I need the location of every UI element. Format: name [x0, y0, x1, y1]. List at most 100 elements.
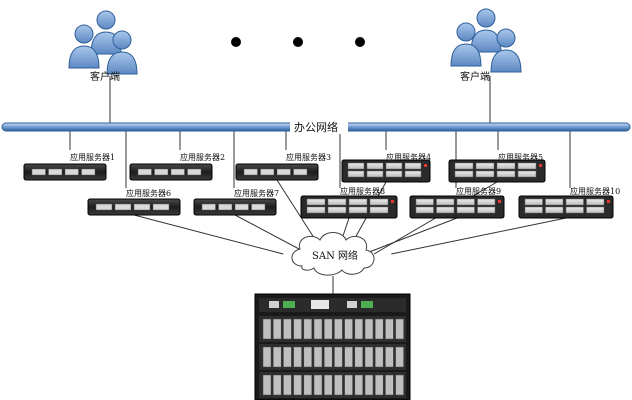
drive-bay: [234, 203, 249, 211]
drive-bay: [327, 198, 347, 206]
server-label: 应用服务器4: [386, 152, 431, 162]
drive-bay: [114, 203, 132, 211]
server-3: 应用服务器3: [235, 152, 331, 181]
drive-bay: [306, 198, 326, 206]
storage-disk: [323, 346, 333, 368]
drive-bay: [436, 206, 455, 214]
drive-bay: [404, 162, 422, 170]
storage-disk: [344, 346, 353, 368]
storage-disk: [313, 346, 323, 368]
storage-disk: [385, 374, 394, 396]
server-label: 应用服务器9: [456, 186, 501, 196]
server-to-san-link: [363, 217, 458, 255]
server-to-san-link: [234, 214, 309, 255]
storage-disk: [313, 374, 323, 396]
server-to-san-link: [276, 179, 319, 245]
drive-bay: [260, 168, 275, 176]
client-label-left: 客户端: [90, 70, 120, 83]
drive-bay: [565, 198, 584, 206]
storage-disk: [262, 346, 272, 368]
drive-bay: [454, 162, 474, 170]
storage-disk: [262, 374, 272, 396]
drive-bay: [347, 162, 365, 170]
drive-bay: [327, 206, 347, 214]
san-label: SAN 网络: [312, 249, 358, 262]
drive-bay: [586, 198, 605, 206]
server-label: 应用服务器5: [498, 152, 543, 162]
storage-disk: [272, 318, 282, 340]
drive-bay: [348, 206, 368, 214]
drive-bay: [436, 198, 455, 206]
drive-bay: [369, 198, 389, 206]
storage-disk: [283, 374, 292, 396]
server-label: 应用服务器8: [340, 186, 385, 196]
server-1: 应用服务器1: [23, 152, 115, 181]
drive-bay: [586, 206, 605, 214]
storage-disk: [293, 374, 302, 396]
status-led: [607, 200, 610, 203]
drive-bay: [475, 162, 495, 170]
storage-disk: [364, 318, 374, 340]
drive-bay: [201, 203, 216, 211]
client-icon-left: [68, 10, 138, 75]
storage-disk: [262, 318, 272, 340]
server-6: 应用服务器6: [87, 188, 181, 216]
storage-disk: [303, 346, 313, 368]
drive-bay: [48, 168, 63, 176]
server-label: 应用服务器7: [234, 188, 279, 198]
storage-disk: [303, 318, 313, 340]
drive-bay: [524, 206, 543, 214]
storage-disk: [364, 374, 374, 396]
storage-disk: [303, 374, 313, 396]
status-led: [424, 164, 427, 167]
storage-disk: [293, 346, 302, 368]
drive-bay: [385, 162, 403, 170]
server-label: 应用服务器6: [126, 188, 171, 198]
storage-disk: [344, 318, 353, 340]
storage-disk: [374, 374, 384, 396]
server-to-san-link: [391, 217, 567, 255]
drive-bay: [524, 198, 543, 206]
storage-disk: [354, 318, 364, 340]
storage-disk: [395, 346, 404, 368]
drive-bay: [170, 168, 185, 176]
connection-lines: [69, 76, 571, 294]
drive-bay: [133, 203, 151, 211]
drive-bay: [187, 168, 202, 176]
storage-array: [254, 293, 411, 400]
drive-bay: [276, 168, 291, 176]
storage-disk: [334, 318, 343, 340]
server-8: 应用服务器8: [300, 186, 398, 219]
status-led: [498, 200, 501, 203]
drive-bay: [545, 206, 564, 214]
storage-disk: [293, 318, 302, 340]
server-label: 应用服务器2: [180, 152, 225, 162]
drive-bay: [496, 170, 516, 178]
drive-bay: [348, 198, 368, 206]
server-group: 应用服务器1 应用服务器2 应用服务器3 应用服务器4 应用服务器5 应用服务器6 应用服务…: [23, 152, 620, 219]
client-label-right: 客户端: [460, 70, 490, 83]
drive-bay: [415, 198, 434, 206]
drive-bay: [545, 198, 564, 206]
drive-bay: [477, 198, 496, 206]
storage-disk: [272, 346, 282, 368]
storage-disk: [313, 318, 323, 340]
storage-disk: [334, 374, 343, 396]
drive-bay: [152, 203, 170, 211]
storage-disk: [395, 318, 404, 340]
status-led: [391, 200, 394, 203]
server-label: 应用服务器3: [286, 152, 331, 162]
storage-disk: [374, 318, 384, 340]
ellipsis-dot: [293, 37, 303, 47]
storage-disk: [395, 374, 404, 396]
drive-bay: [477, 206, 496, 214]
drive-bay: [81, 168, 96, 176]
storage-disk: [323, 374, 333, 396]
drive-bay: [456, 206, 475, 214]
server-label: 应用服务器10: [570, 186, 620, 196]
drive-bay: [306, 206, 326, 214]
server-to-san-link: [133, 214, 284, 255]
storage-disk: [385, 318, 394, 340]
